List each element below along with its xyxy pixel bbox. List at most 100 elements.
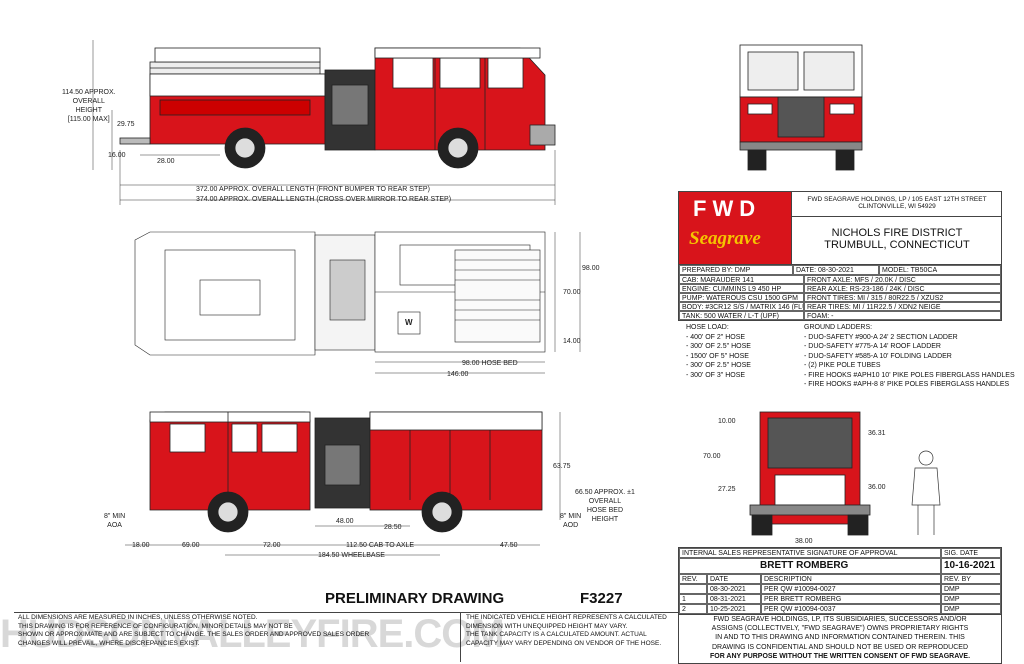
spec-foam: FOAM: -	[804, 311, 1001, 320]
spec-engine: ENGINE: CUMMINS L9 450 HP	[679, 284, 804, 293]
note-line: THIS DRAWING IS FOR REFERENCE OF CONFIGU…	[18, 622, 293, 630]
dim-29-75: 29.75	[117, 121, 135, 128]
ground-ladders-title: GROUND LADDERS:	[804, 324, 873, 331]
footer-divider-v	[460, 612, 461, 662]
dim-48: 48.00	[336, 518, 354, 525]
model: MODEL: TB50CA	[879, 265, 1001, 275]
sig-date: 10-16-2021	[941, 558, 1001, 574]
list-item: - FIRE HOOKS #APH-8 8' PIKE POLES FIBERG…	[804, 381, 1010, 388]
col-date: DATE	[707, 574, 761, 584]
dim-text: OVERALL	[588, 498, 622, 505]
col-rev-by: REV. BY	[941, 574, 1001, 584]
rev-desc: PER QW #10094-0037	[761, 604, 941, 614]
company-line-1: FWD SEAGRAVE HOLDINGS, LP / 105 EAST 12T…	[807, 196, 987, 203]
drawing-number: F3227	[580, 590, 623, 607]
dim-28-00: 28.00	[157, 158, 175, 165]
note-line: ALL DIMENSIONS ARE MEASURED IN INCHES, U…	[18, 614, 258, 621]
rev-number: 1	[679, 594, 707, 604]
rev-by: DMP	[941, 594, 1001, 604]
side-view-lower	[149, 411, 543, 533]
rev-date: 10-25-2021	[707, 604, 761, 614]
col-description: DESCRIPTION	[761, 574, 941, 584]
dim-text: 8" MIN	[104, 513, 126, 520]
fwd-seagrave-logo: FWD Seagrave	[679, 192, 791, 264]
dim-98: 98.00	[582, 265, 600, 272]
list-item: - 300' OF 2.5" HOSE	[686, 362, 751, 369]
dim-text: HEIGHT	[591, 516, 619, 523]
customer-line-2: TRUMBULL, CONNECTICUT	[824, 239, 970, 251]
title-block: FWD Seagrave FWD SEAGRAVE HOLDINGS, LP /…	[678, 191, 1002, 265]
dim-text: HOSE BED	[586, 507, 624, 514]
note-line: THE TANK CAPACITY IS A CALCULATED AMOUNT…	[466, 631, 647, 639]
firefighter-figure	[911, 450, 941, 535]
dim-69: 69.00	[182, 542, 200, 549]
notice-line: FOR ANY PURPOSE WITHOUT THE WRITTEN CONS…	[709, 652, 971, 660]
overall-height-label: 114.50 APPROX. OVERALL HEIGHT [115.00 MA…	[62, 88, 116, 124]
dim-28-50: 28.50	[384, 524, 402, 531]
rev-desc: PER QW #10094-0027	[761, 584, 941, 594]
dim-text: 114.50 APPROX.	[62, 89, 116, 96]
hose-bed-height-label: 66.50 APPROX. ±1 OVERALL HOSE BED HEIGHT	[575, 488, 635, 524]
company-address: FWD SEAGRAVE HOLDINGS, LP / 105 EAST 12T…	[791, 192, 1002, 217]
note-line: CAPACITY MAY VARY DEPENDING ON VENDOR OF…	[466, 639, 662, 647]
proprietary-notice: FWD SEAGRAVE HOLDINGS, LP, ITS SUBSIDIAR…	[678, 614, 1002, 664]
dim-text: HEIGHT	[75, 107, 103, 114]
rear-dim-27-25: 27.25	[718, 486, 736, 493]
notes-middle: THE INDICATED VEHICLE HEIGHT REPRESENTS …	[466, 614, 667, 648]
rear-view	[749, 411, 871, 536]
hose-load-title: HOSE LOAD:	[686, 324, 729, 331]
rear-dim-36-00: 36.00	[868, 484, 886, 491]
list-item: - 1500' OF 5" HOSE	[686, 352, 749, 360]
dim-text: OVERALL	[72, 98, 105, 105]
front-view	[739, 44, 863, 171]
rev-by: DMP	[941, 584, 1001, 594]
note-line: THE INDICATED VEHICLE HEIGHT REPRESENTS …	[466, 614, 667, 621]
dim-72: 72.00	[263, 542, 281, 549]
dim-text: AOD	[562, 522, 579, 529]
side-view-upper	[119, 47, 556, 169]
preliminary-drawing-title: PRELIMINARY DRAWING	[325, 590, 505, 607]
rev-number: 2	[679, 604, 707, 614]
spec-front-axle: FRONT AXLE: MFS / 20.0K / DISC	[804, 275, 1001, 284]
ground-ladders-list: GROUND LADDERS: - DUO-SAFETY #900-A 24' …	[804, 323, 1015, 390]
list-item: - 300' OF 2.5" HOSE	[686, 343, 751, 350]
notice-line: FWD SEAGRAVE HOLDINGS, LP, ITS SUBSIDIAR…	[713, 616, 967, 623]
overall-length-2: 374.00 APPROX. OVERALL LENGTH (CROSS OVE…	[196, 196, 452, 203]
rear-dim-70: 70.00	[703, 453, 721, 460]
aoa-label: 8" MIN AOA	[104, 512, 125, 530]
side-view-lower-dims	[125, 412, 561, 556]
drawing-date: DATE: 08-30-2021	[793, 265, 879, 275]
approval-block: INTERNAL SALES REPRESENTATIVE SIGNATURE …	[678, 547, 1002, 615]
logo-fwd: FWD	[693, 196, 762, 221]
water-tank-label: W	[405, 318, 413, 327]
spec-cab: CAB: MARAUDER 141	[679, 275, 804, 284]
list-item: - (2) PIKE POLE TUBES	[804, 362, 881, 369]
dim-70: 70.00	[563, 289, 581, 296]
logo-seagrave: Seagrave	[689, 228, 761, 249]
aod-label: 8" MIN AOD	[560, 512, 581, 530]
spec-tank: TANK: 500 WATER / L-T (UPF)	[679, 311, 804, 320]
dim-18: 18.00	[132, 542, 150, 549]
notice-line: IN AND TO THIS DRAWING AND INFORMATION C…	[715, 634, 965, 642]
spec-body: BODY: #3CR12 S/S / MATRIX 146 (FLUSH)	[679, 302, 804, 311]
dim-47-50: 47.50	[500, 542, 518, 549]
notice-line: DRAWING IS CONFIDENTIAL AND SHOULD NOT B…	[711, 643, 969, 651]
rev-desc: PER BRETT ROMBERG	[761, 594, 941, 604]
company-line-2: CLINTONVILLE, WI 54929	[858, 203, 936, 210]
hose-load-list: HOSE LOAD: - 400' OF 2" HOSE - 300' OF 2…	[686, 323, 751, 380]
top-view	[134, 231, 546, 356]
dim-text: 8" MIN	[560, 513, 582, 520]
dim-text: [115.00 MAX]	[67, 116, 110, 123]
wheelbase: 184.50 WHEELBASE	[318, 552, 385, 559]
customer-line-1: NICHOLS FIRE DISTRICT	[831, 227, 963, 239]
overall-length-1: 372.00 APPROX. OVERALL LENGTH (FRONT BUM…	[196, 186, 430, 193]
col-rev: REV.	[679, 574, 707, 584]
cab-to-axle: 112.50 CAB TO AXLE	[346, 542, 415, 549]
rev-number	[679, 584, 707, 594]
spec-rear-tires: REAR TIRES: MI / 11R22.5 / XDN2 NEIGE	[804, 302, 1001, 311]
rear-dim-10: 10.00	[718, 418, 736, 425]
specs-table: PREPARED BY: DMP DATE: 08-30-2021 MODEL:…	[678, 264, 1002, 321]
dim-16-00: 16.00	[108, 152, 126, 159]
prepared-by: PREPARED BY: DMP	[679, 265, 793, 275]
